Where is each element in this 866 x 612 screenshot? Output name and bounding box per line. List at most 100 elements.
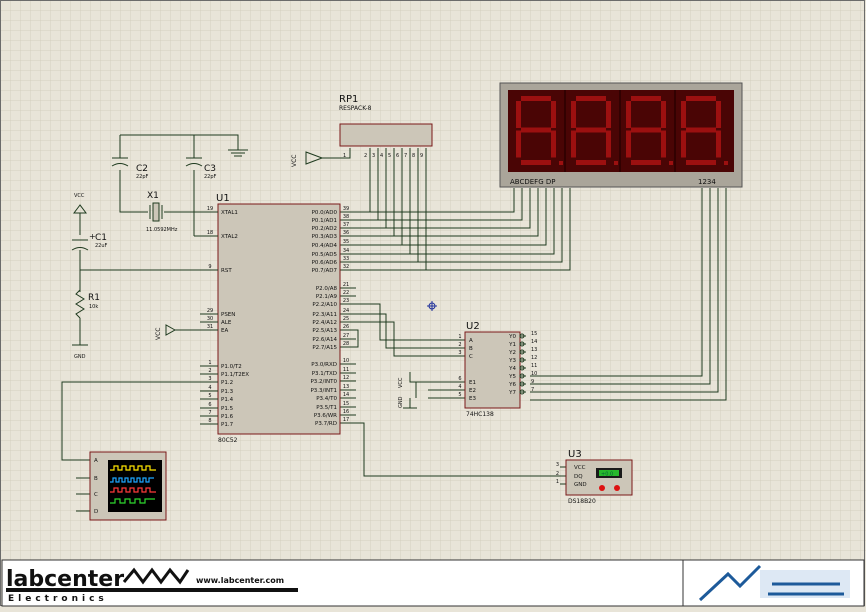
u1-pin-number: 9 (208, 264, 211, 270)
u2-pin-number: 6 (458, 376, 461, 382)
u1-pin-number: 19 (207, 206, 213, 212)
display-decimal-point (614, 161, 618, 165)
u2-pin-name: E2 (469, 388, 476, 394)
u1-pin-number: 2 (208, 368, 211, 374)
svg-text:9: 9 (420, 153, 423, 159)
resistor-r1[interactable] (75, 289, 85, 319)
display-segment (686, 127, 716, 133)
display-segment (521, 127, 551, 133)
scope-channel-label: C (94, 492, 98, 498)
capacitor-c2[interactable] (111, 157, 129, 167)
microcontroller-u1[interactable]: U1 80C52 19XTAL118XTAL29RST29PSEN30ALE31… (200, 193, 349, 444)
u1-pin-name: XTAL2 (221, 234, 238, 240)
u3-pin-number: 3 (556, 462, 559, 468)
u1-pin-number: 7 (208, 410, 211, 416)
u1-pin-name: P3.1/TXD (312, 371, 337, 377)
rp1-value: RESPACK-8 (339, 105, 372, 112)
u1-pin-number: 37 (343, 222, 349, 228)
display-segment (551, 130, 556, 158)
capacitor-c3[interactable] (185, 157, 203, 167)
display-segment (626, 130, 631, 158)
display-segment (571, 101, 576, 128)
u2-pin-number: 2 (458, 342, 461, 348)
u1-ref: U1 (216, 193, 230, 204)
oscilloscope[interactable]: ABCD (89, 451, 167, 521)
u1-pin-number: 27 (343, 333, 349, 339)
u1-pin-name: P1.4 (221, 397, 234, 403)
vcc-arrow-rp1: VCC (291, 151, 324, 167)
display-segments-label: ABCDEFG DP (510, 178, 555, 186)
u1-pin-name: P3.7/RD (315, 421, 337, 427)
svg-text:8: 8 (412, 153, 415, 159)
u1-pin-number: 39 (343, 206, 349, 212)
display-digit (626, 96, 673, 165)
u2-output-bubble (519, 333, 525, 339)
u1-pin-name: RST (221, 268, 232, 274)
u1-pin-number: 33 (343, 256, 349, 262)
u1-pin-name: P0.7/AD7 (312, 268, 338, 274)
u2-pin-number: 12 (531, 355, 537, 361)
display-segment (576, 160, 606, 165)
u2-pin-number: 1 (458, 334, 461, 340)
u1-pin-name: P2.7/A15 (312, 345, 337, 351)
u2-output-bubble (519, 365, 525, 371)
u2-part: 74HC138 (466, 411, 494, 418)
u1-pin-number: 21 (343, 282, 349, 288)
display-segment (661, 130, 666, 158)
c3-value: 22pF (204, 174, 217, 180)
u2-pin-number: 11 (531, 363, 537, 369)
display-segment (516, 101, 521, 128)
u1-pin-name: P1.7 (221, 422, 234, 428)
u1-pin-name: P2.2/A10 (312, 302, 337, 308)
u1-pin-name: P3.6/WR (314, 413, 337, 419)
u1-pin-number: 24 (343, 308, 349, 314)
display-digit (571, 96, 618, 165)
u1-pin-name: P3.0/RXD (311, 362, 337, 368)
u1-pin-name: PSEN (221, 312, 235, 318)
u3-pin-name: VCC (574, 465, 586, 471)
display-segment (631, 96, 661, 101)
display-segment (631, 127, 661, 133)
u2-pin-number: 13 (531, 347, 537, 353)
scope-channel-label: A (94, 458, 98, 464)
display-segment (521, 96, 551, 101)
u1-pin-number: 8 (208, 418, 211, 424)
capacitor-c1[interactable] (71, 239, 89, 251)
display-digit (681, 96, 728, 165)
vcc-arrow-ea: VCC (155, 324, 177, 340)
c3-ref: C3 (204, 164, 216, 174)
x1-value: 11.0592MHz (146, 227, 178, 233)
c1-value: 22uF (95, 243, 108, 249)
u1-pin-name: P1.0/T2 (221, 364, 242, 370)
u1-pin-name: P1.5 (221, 406, 234, 412)
u2-output-bubble (519, 341, 525, 347)
svg-text:+: + (89, 232, 96, 241)
u2-pin-name: C (469, 354, 473, 360)
u2-pin-number: 10 (531, 371, 537, 377)
u1-pin-name: P0.1/AD1 (312, 218, 337, 224)
u2-pin-number: 5 (458, 392, 461, 398)
u2-pin-number: 15 (531, 331, 537, 337)
u3-pin-name: GND (574, 482, 587, 488)
svg-text:VCC: VCC (291, 155, 298, 167)
u1-pin-name: P3.3/INT1 (310, 388, 337, 394)
u2-pin-name: E1 (469, 380, 476, 386)
u2-output-bubble (519, 373, 525, 379)
title-block: labcenter Electronics www.labcenter.com (1, 559, 865, 607)
display-segment (576, 96, 606, 101)
u1-pin-name: P2.6/A14 (312, 337, 337, 343)
vcc-arrow-left: VCC (73, 193, 87, 214)
crystal-x1[interactable] (149, 202, 163, 222)
svg-text:GND: GND (74, 354, 86, 360)
display-segment (606, 101, 611, 128)
svg-text:5: 5 (388, 153, 391, 159)
seven-segment-display[interactable]: ABCDEFG DP 1234 (499, 82, 743, 188)
u1-pin-name: P2.3/A11 (312, 312, 337, 318)
u1-pin-name: P0.4/AD4 (312, 243, 338, 249)
u2-ref: U2 (466, 321, 480, 332)
